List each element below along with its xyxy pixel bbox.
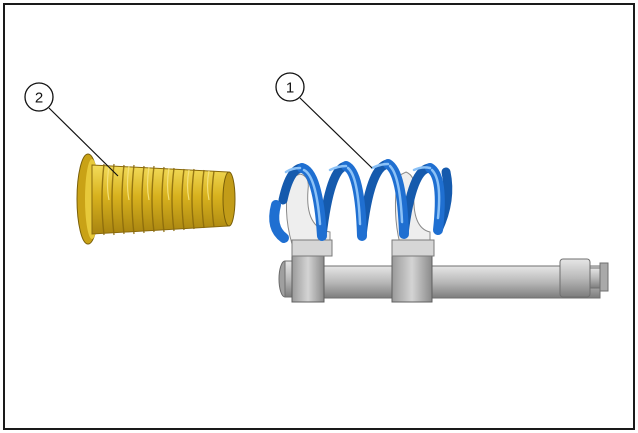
coil-spring: [269, 159, 453, 243]
callout-2-label: 2: [35, 90, 43, 107]
callout-1: 1: [275, 72, 373, 169]
spring-compressor: [278, 171, 609, 303]
protective-boot: [76, 153, 236, 245]
callout-1-label: 1: [286, 80, 294, 97]
callout-2: 2: [24, 82, 119, 177]
